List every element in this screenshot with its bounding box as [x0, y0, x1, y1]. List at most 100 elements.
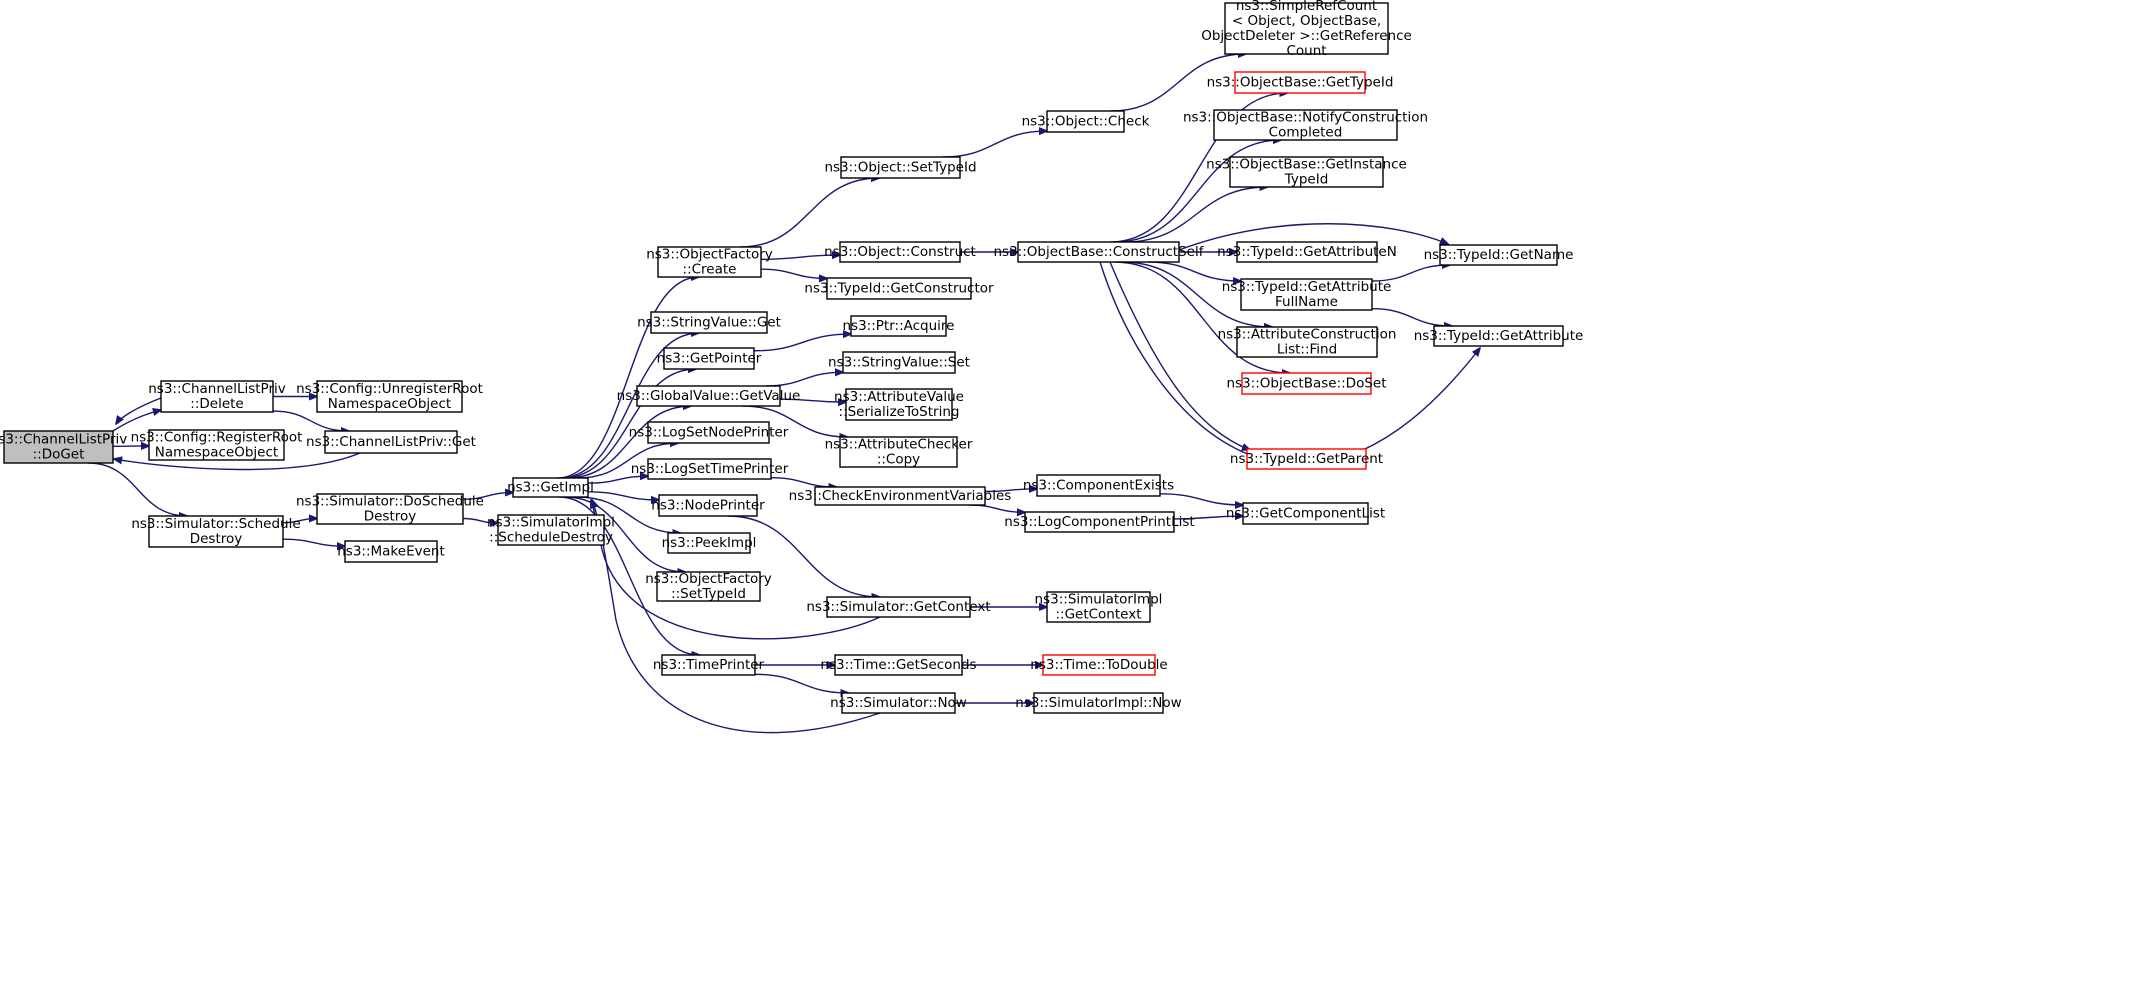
- node-box: [826, 596, 971, 618]
- node-label: Destroy: [190, 531, 243, 547]
- node-implNow[interactable]: ns3::SimulatorImpl::Now: [1015, 692, 1182, 714]
- node-box: [667, 532, 751, 554]
- node-ptrAcquire[interactable]: ns3::Ptr::Acquire: [843, 315, 955, 337]
- node-box: [647, 421, 770, 444]
- node-box: [839, 436, 958, 468]
- node-srcGetRef[interactable]: ns3::SimpleRefCount< Object, ObjectBase,…: [1201, 0, 1412, 59]
- edge-obConstructSelf-to-tidGetAttr: [1099, 261, 1480, 466]
- node-label: ns3::TypeId::GetConstructor: [804, 281, 994, 297]
- node-avSerialize[interactable]: ns3::AttributeValue::SerializeToString: [834, 388, 964, 421]
- node-box: [1246, 448, 1367, 470]
- node-obDoSet[interactable]: ns3::ObjectBase::DoSet: [1226, 372, 1387, 395]
- node-obConstructSelf[interactable]: ns3::ObjectBase::ConstructSelf: [994, 241, 1205, 263]
- node-implGetContext[interactable]: ns3::SimulatorImpl::GetContext: [1035, 591, 1163, 623]
- node-clpget[interactable]: ns3::ChannelListPriv::Get: [306, 430, 476, 454]
- edge-delete-to-doget: [116, 397, 162, 424]
- node-tidGetAttrN[interactable]: ns3::TypeId::GetAttributeN: [1217, 241, 1397, 263]
- node-nodePrinter[interactable]: ns3::NodePrinter: [651, 494, 765, 517]
- node-timePrinter[interactable]: ns3::TimePrinter: [653, 654, 765, 676]
- node-acCopy[interactable]: ns3::AttributeChecker::Copy: [825, 436, 973, 468]
- node-box: [160, 380, 274, 413]
- node-box: [1042, 654, 1156, 676]
- node-box: [1017, 241, 1180, 263]
- edge-getImpl-to-ofCreate: [557, 277, 699, 479]
- node-gvGetValue[interactable]: ns3::GlobalValue::GetValue: [617, 385, 801, 407]
- node-label: ns3::GetComponentList: [1226, 506, 1385, 522]
- edge-getImpl-to-logSetTime: [587, 476, 648, 484]
- edge-delete-to-clpget: [272, 410, 349, 431]
- node-checkEnv[interactable]: ns3::CheckEnvironmentVariables: [789, 486, 1012, 506]
- node-implSchedDestroy[interactable]: ns3::SimulatorImpl::ScheduleDestroy: [487, 514, 615, 546]
- node-label: ::Create: [683, 262, 737, 278]
- node-label: ns3::GetImpl: [507, 480, 594, 496]
- node-label: ns3::StringValue::Set: [828, 355, 970, 371]
- node-logCompPrint[interactable]: ns3::LogComponentPrintList: [1004, 511, 1195, 533]
- node-box: [1036, 474, 1161, 497]
- node-tidGetAttr[interactable]: ns3::TypeId::GetAttribute: [1414, 325, 1584, 347]
- node-box: [656, 571, 761, 602]
- edge-checkEnv-to-compExists: [984, 489, 1037, 492]
- node-simNow[interactable]: ns3::Simulator::Now: [830, 692, 967, 714]
- node-objCheck[interactable]: ns3::Object::Check: [1022, 110, 1150, 133]
- node-obNotify[interactable]: ns3::ObjectBase::NotifyConstructionCompl…: [1183, 109, 1428, 141]
- node-label: ns3::TypeId::GetAttribute: [1222, 279, 1392, 295]
- node-tidGetParent[interactable]: ns3::TypeId::GetParent: [1230, 448, 1383, 470]
- edge-obConstructSelf-to-obGetInstance: [1124, 187, 1268, 243]
- node-box: [1046, 591, 1151, 623]
- node-ofCreate[interactable]: ns3::ObjectFactory::Create: [646, 246, 773, 278]
- node-makeEvent[interactable]: ns3::MakeEvent: [337, 540, 445, 563]
- edge-getImpl-to-logSetNode: [577, 443, 679, 479]
- node-label: ns3::MakeEvent: [337, 544, 445, 560]
- node-logSetTime[interactable]: ns3::LogSetTimePrinter: [631, 458, 789, 480]
- node-label: ns3::SimulatorImpl: [487, 515, 615, 531]
- node-label: ns3::ObjectBase::GetInstance: [1206, 157, 1407, 173]
- node-timeGetSeconds[interactable]: ns3::Time::GetSeconds: [820, 654, 977, 676]
- edge-getImpl-to-ofSetTypeId: [565, 496, 686, 572]
- edge-clpget-to-doget: [114, 452, 361, 471]
- edge-gvGetValue-to-acCopy: [742, 405, 847, 437]
- node-label: ns3::Simulator::Schedule: [131, 516, 300, 532]
- node-box: [842, 351, 956, 374]
- node-box: [512, 477, 589, 498]
- node-objConstruct[interactable]: ns3::Object::Construct: [824, 241, 976, 263]
- node-tidGetName[interactable]: ns3::TypeId::GetName: [1424, 244, 1574, 266]
- node-label: ns3::ObjectBase::ConstructSelf: [994, 244, 1205, 260]
- node-delete[interactable]: ns3::ChannelListPriv::Delete: [148, 380, 286, 413]
- node-timeToDouble[interactable]: ns3::Time::ToDouble: [1030, 654, 1168, 676]
- node-doget[interactable]: ns3::ChannelListPriv::DoGet: [0, 430, 127, 464]
- node-label: ::SerializeToString: [839, 404, 960, 420]
- node-compExists[interactable]: ns3::ComponentExists: [1023, 474, 1174, 497]
- node-label: ns3::LogSetNodePrinter: [629, 425, 789, 441]
- node-peekImpl[interactable]: ns3::PeekImpl: [662, 532, 757, 554]
- node-box: [1241, 372, 1372, 395]
- edge-doget-to-schedDestroy: [88, 462, 187, 516]
- node-svGet[interactable]: ns3::StringValue::Get: [637, 311, 781, 334]
- node-getPointer[interactable]: ns3::GetPointer: [657, 347, 762, 370]
- node-label: ns3::StringValue::Get: [637, 315, 781, 331]
- edge-obConstructSelf-to-obNotify: [1114, 140, 1281, 243]
- edge-obConstructSelf-to-tidGetParent: [1109, 261, 1250, 450]
- node-simGetContext[interactable]: ns3::Simulator::GetContext: [806, 596, 991, 618]
- node-label: Completed: [1269, 125, 1343, 141]
- node-objSetTypeId[interactable]: ns3::Object::SetTypeId: [824, 156, 977, 179]
- node-getImpl[interactable]: ns3::GetImpl: [507, 477, 594, 498]
- node-box: [1439, 244, 1558, 266]
- node-svSet[interactable]: ns3::StringValue::Set: [828, 351, 970, 374]
- node-box: [834, 654, 963, 676]
- node-ofSetTypeId[interactable]: ns3::ObjectFactory::SetTypeId: [645, 571, 772, 602]
- node-logSetNode[interactable]: ns3::LogSetNodePrinter: [629, 421, 789, 444]
- node-schedDestroy[interactable]: ns3::Simulator::ScheduleDestroy: [131, 515, 301, 548]
- node-label: ::DoGet: [33, 447, 85, 463]
- node-getCompList[interactable]: ns3::GetComponentList: [1226, 502, 1385, 525]
- node-label: ns3::Simulator::Now: [830, 695, 967, 711]
- node-unregister[interactable]: ns3::Config::UnregisterRootNamespaceObje…: [296, 380, 483, 413]
- node-tidGetCtor[interactable]: ns3::TypeId::GetConstructor: [804, 277, 994, 300]
- node-box: [1236, 241, 1378, 263]
- node-obGetTypeId[interactable]: ns3::ObjectBase::GetTypeId: [1207, 71, 1394, 94]
